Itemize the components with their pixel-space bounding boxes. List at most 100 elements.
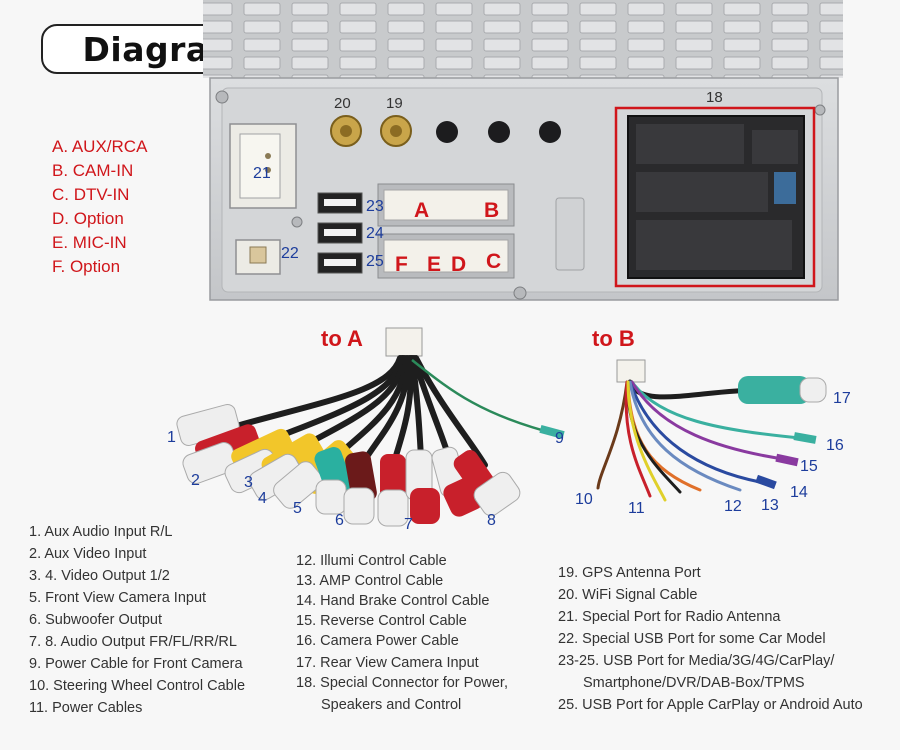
list-item: 12. Illumi Control Cable [296,553,447,569]
list-item: 10. Steering Wheel Control Cable [29,678,246,694]
cable-number-6: 6 [335,512,344,529]
list-item: 20. WiFi Signal Cable [558,587,698,603]
list-item: 14. Hand Brake Control Cable [296,593,490,609]
iso-block-bottom [636,220,792,270]
cable-number-17: 17 [833,390,851,407]
cable-number-4: 4 [258,490,267,507]
list-item: 1. Aux Audio Input R/L [29,524,173,540]
list-item: 23-25. USB Port for Media/3G/4G/CarPlay/ [558,653,835,669]
legend-item-e: E. MIC-IN [52,233,127,252]
screw-icon [513,286,527,300]
cable-number-1: 1 [167,429,176,446]
connector-core-icon [390,125,402,137]
screw-icon [814,104,826,116]
port-letter-d: D [451,253,467,276]
cable-number-10: 10 [575,491,593,508]
cable-number-13: 13 [761,497,779,514]
pin-icon [265,153,271,159]
highlight-box-18 [614,106,816,288]
connector-ab-socket [383,189,509,221]
cable-harness-drawing [176,327,827,527]
wire-tip-15 [775,453,799,467]
cable-number-15: 15 [800,458,818,475]
rca-plugs [176,404,521,527]
port-letter-f: F [395,253,408,276]
head-unit-back-panel [203,0,843,301]
port-number-25: 25 [366,253,384,270]
cable-number-9: 9 [555,430,564,447]
port-number-21: 21 [253,165,271,182]
rear-camera-rca [738,376,810,404]
cable-number-8: 8 [487,512,496,529]
list-item: 21. Special Port for Radio Antenna [558,609,781,625]
list-item: 13. AMP Control Cable [296,573,444,589]
list-item: 16. Camera Power Cable [296,633,459,649]
cable-number-3: 3 [244,474,253,491]
port-number-23: 23 [366,198,384,215]
iso-block-top [636,124,744,164]
rear-camera-rca-tip [799,377,827,403]
list-item: 3. 4. Video Output 1/2 [29,568,170,584]
heatsink-fins [203,0,843,78]
list-item: 19. GPS Antenna Port [558,565,701,581]
radio-antenna-socket [239,133,281,199]
blank-hole [488,121,510,143]
list-item: 25. USB Port for Apple CarPlay or Androi… [558,697,863,713]
cable-number-2: 2 [191,472,200,489]
legend-item-f: F. Option [52,257,121,276]
connector-core-icon [340,125,352,137]
cable-number-5: 5 [293,500,302,517]
list-item: 9. Power Cable for Front Camera [29,656,243,672]
list-item: Speakers and Control [321,697,462,713]
iso-block-mid [636,172,768,212]
port-letter-e: E [427,253,442,276]
usb-tongue [324,229,356,236]
list-item: 5. Front View Camera Input [29,590,207,606]
list-item: 17. Rear View Camera Input [296,655,479,671]
iso-blue-tab [774,172,796,204]
port-letter-a: A [414,199,430,222]
vent-slot [555,197,585,271]
usb-tongue [324,259,356,266]
port-letter-b: B [484,199,500,222]
list-item: 2. Aux Video Input [29,546,147,562]
list-item: 18. Special Connector for Power, [296,675,508,691]
list-item: Smartphone/DVR/DAB-Box/TPMS [583,675,805,691]
harness-a-plug [385,327,423,357]
port-number-20: 20 [334,95,351,112]
harness-label-to-a: to A [321,326,363,351]
list-item: 6. Subwoofer Output [29,612,162,628]
screw-icon [215,90,229,104]
pin-icon [265,167,271,173]
cable-number-11: 11 [628,500,645,517]
harness-b-plug [616,359,646,383]
legend-item-d: D. Option [52,209,124,228]
wire-tip-16 [793,432,817,444]
list-item: 22. Special USB Port for some Car Model [558,631,826,647]
wire-tip-9 [539,425,565,439]
legend-item-a: A. AUX/RCA [52,137,148,156]
legend-item-b: B. CAM-IN [52,161,134,180]
blank-hole [436,121,458,143]
blank-hole [539,121,561,143]
iso-block-small [752,130,798,164]
port-number-22: 22 [281,245,299,262]
port-letter-c: C [486,250,502,273]
list-item: 11. Power Cables [29,700,143,716]
harness-label-to-b: to B [592,326,635,351]
cable-number-7: 7 [404,516,413,533]
list-item: 15. Reverse Control Cable [296,613,467,629]
usb-tongue [324,199,356,206]
special-usb-socket [249,246,267,264]
connector-fedc-socket [383,239,509,273]
list-item: 7. 8. Audio Output FR/FL/RR/RL [29,634,237,650]
cable-number-14: 14 [790,484,808,501]
port-number-18: 18 [706,89,723,106]
cable-number-12: 12 [724,498,742,515]
wire-tip-14 [755,474,777,490]
front-camera-power-wire [411,359,561,437]
screw-icon [291,216,303,228]
port-number-19: 19 [386,95,403,112]
legend-item-c: C. DTV-IN [52,185,130,204]
cable-number-16: 16 [826,437,844,454]
